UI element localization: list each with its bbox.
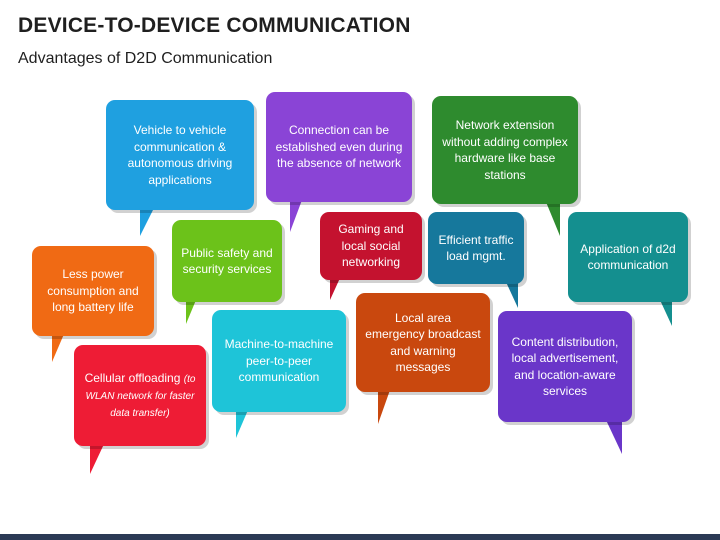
bubble-m2m: Machine-to-machine peer-to-peer communic… [212,310,346,412]
page-title: DEVICE-TO-DEVICE COMMUNICATION [18,14,411,37]
bubble-cellular: Cellular offloading (to WLAN network for… [74,345,206,446]
bubble-network-ext: Network extension without adding complex… [432,96,578,204]
bubble-emergency: Local area emergency broadcast and warni… [356,293,490,392]
bubble-cellular-text: Cellular offloading [84,371,181,385]
bubble-public-safety-text: Public safety and security services [181,245,273,277]
bubble-less-power: Less power consumption and long battery … [32,246,154,336]
bubble-application-text: Application of d2d communication [580,241,676,273]
bubble-tail-traffic [500,282,518,308]
page-subtitle: Advantages of D2D Communication [18,50,273,67]
bubble-application: Application of d2d communication [568,212,688,302]
bubble-v2v-text: Vehicle to vehicle communication & auton… [127,123,233,187]
bubble-tail-application [654,300,672,326]
bubble-connection: Connection can be established even durin… [266,92,412,202]
bubble-tail-content [600,420,622,454]
bottom-accent-bar [0,534,720,540]
bubble-public-safety: Public safety and security services [172,220,282,302]
bubble-gaming: Gaming and local social networking [320,212,422,280]
bubble-content: Content distribution, local advertisemen… [498,311,632,422]
bubble-traffic: Efficient traffic load mgmt. [428,212,524,284]
bubble-v2v: Vehicle to vehicle communication & auton… [106,100,254,210]
bubble-tail-less-power [52,334,70,362]
bubble-tail-emergency [378,390,396,424]
bubble-content-text: Content distribution, local advertisemen… [511,334,619,399]
bubble-tail-connection [290,200,308,232]
bubble-m2m-text: Machine-to-machine peer-to-peer communic… [224,337,334,385]
bubble-tail-network-ext [540,202,560,236]
bubble-gaming-text: Gaming and local social networking [338,222,404,270]
bubble-tail-cellular [90,444,110,474]
bubble-cellular-note: (to WLAN network for faster data transfe… [85,374,196,419]
bubble-traffic-text: Efficient traffic load mgmt. [438,232,514,264]
bubble-network-ext-text: Network extension without adding complex… [442,118,568,182]
bubble-connection-text: Connection can be established even durin… [275,123,403,171]
bubble-less-power-text: Less power consumption and long battery … [47,267,139,315]
bubble-emergency-text: Local area emergency broadcast and warni… [365,310,481,375]
bubble-tail-v2v [140,208,160,236]
bubble-tail-gaming [330,278,346,300]
bubble-tail-m2m [236,410,254,438]
bubble-tail-public-safety [186,300,202,324]
